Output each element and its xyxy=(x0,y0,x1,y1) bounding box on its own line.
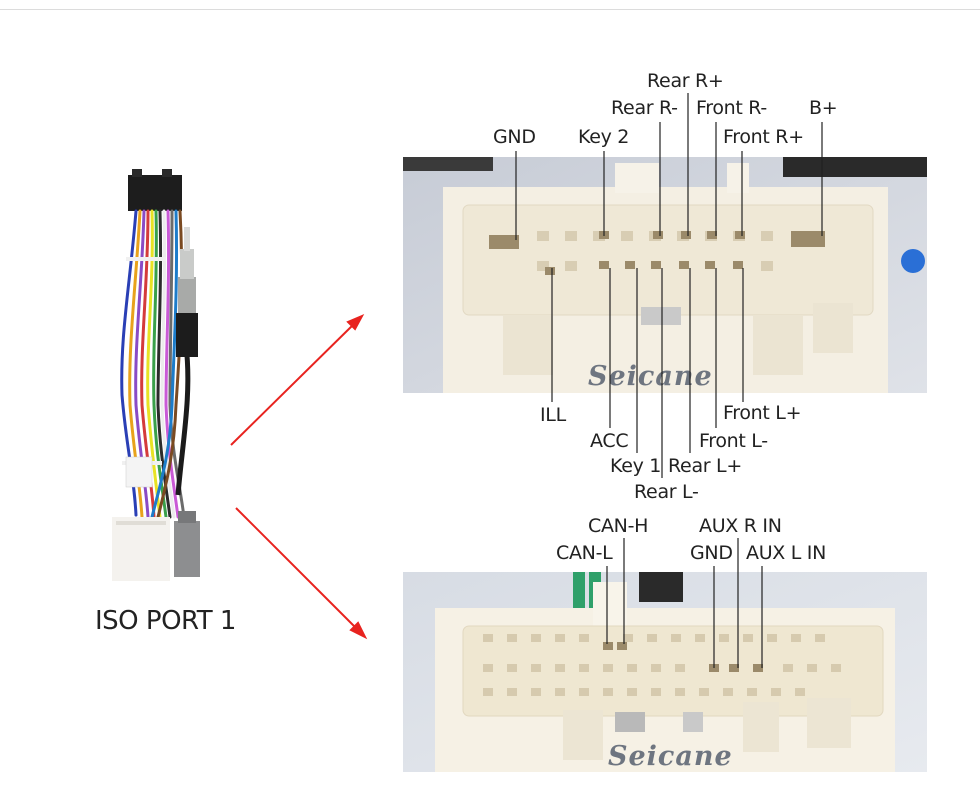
connector-photo-2: Seicane xyxy=(403,572,927,772)
red-arrow-icon xyxy=(228,312,368,642)
label-acc: ACC xyxy=(590,430,629,452)
label-aux-r-in: AUX R IN xyxy=(699,515,782,537)
connector2-brand: Seicane xyxy=(608,741,733,772)
connector1-brand: Seicane xyxy=(588,361,713,392)
label-can-l: CAN-L xyxy=(556,542,613,564)
connector-photo-1: Seicane xyxy=(403,157,927,393)
label-rear-r-minus: Rear R- xyxy=(611,97,678,119)
wire-harness-image xyxy=(100,165,230,585)
label-b-plus: B+ xyxy=(809,97,838,119)
label-ill: ILL xyxy=(540,404,566,426)
label-gnd-2: GND xyxy=(690,542,733,564)
label-front-r-plus: Front R+ xyxy=(723,126,804,148)
label-front-r-minus: Front R- xyxy=(696,97,767,119)
label-can-h: CAN-H xyxy=(588,515,649,537)
top-divider xyxy=(0,9,980,10)
label-front-l-minus: Front L- xyxy=(699,430,768,452)
label-gnd: GND xyxy=(493,126,536,148)
port-title: ISO PORT 1 xyxy=(95,606,236,636)
label-rear-r-plus: Rear R+ xyxy=(647,70,724,92)
label-aux-l-in: AUX L IN xyxy=(746,542,827,564)
label-key1: Key 1 xyxy=(610,455,662,477)
label-front-l-plus: Front L+ xyxy=(723,402,802,424)
label-rear-l-minus: Rear L- xyxy=(634,481,699,503)
label-rear-l-plus: Rear L+ xyxy=(668,455,742,477)
label-key2: Key 2 xyxy=(578,126,630,148)
